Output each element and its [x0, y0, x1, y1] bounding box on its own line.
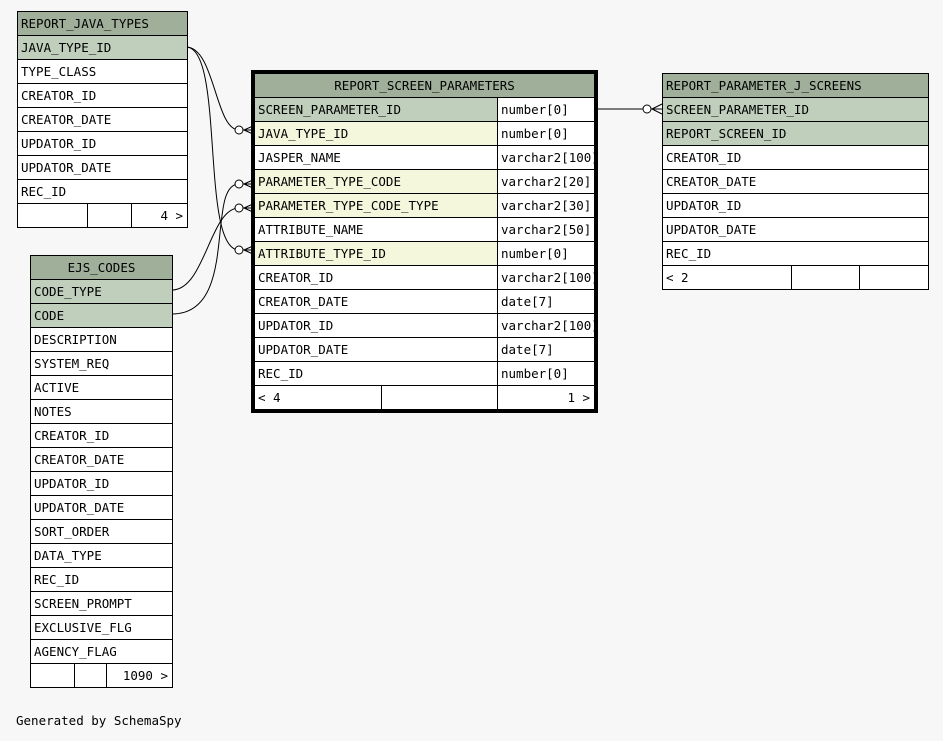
column-name[interactable]: CREATOR_ID [254, 265, 498, 290]
column-type: varchar2[100] [496, 145, 596, 170]
column-type: number[0] [496, 121, 596, 146]
column-row[interactable]: TYPE_CLASS [16, 59, 189, 84]
table-report-java-types[interactable]: REPORT_JAVA_TYPES JAVA_TYPE_ID TYPE_CLAS… [16, 11, 189, 228]
footer-cell [381, 385, 498, 410]
cardinality-circle [642, 104, 652, 114]
table-title[interactable]: REPORT_JAVA_TYPES [16, 11, 189, 36]
column-type: number[0] [496, 241, 596, 266]
column-name[interactable]: REC_ID [254, 361, 498, 386]
column-row[interactable]: CODE_TYPE [29, 279, 174, 304]
column-row[interactable]: DATA_TYPE [29, 543, 174, 568]
cardinality-circle [234, 245, 244, 255]
column-type: varchar2[20] [496, 169, 596, 194]
column-name[interactable]: SCREEN_PARAMETER_ID [254, 97, 498, 122]
parents-count[interactable]: < 2 [662, 265, 792, 290]
footer-cell [74, 663, 107, 688]
children-count[interactable]: 4 > [130, 203, 189, 228]
column-row[interactable]: CREATOR_DATE [29, 447, 174, 472]
footer-cell [791, 265, 860, 290]
column-type: date[7] [496, 289, 596, 314]
column-name[interactable]: ATTRIBUTE_TYPE_ID [254, 241, 498, 266]
column-row[interactable]: REPORT_SCREEN_ID [661, 121, 930, 146]
column-type: varchar2[50] [496, 217, 596, 242]
column-row[interactable]: JAVA_TYPE_ID [16, 35, 189, 60]
cardinality-circle [234, 179, 244, 189]
column-row[interactable]: EXCLUSIVE_FLG [29, 615, 174, 640]
table-report-screen-parameters[interactable]: REPORT_SCREEN_PARAMETERS SCREEN_PARAMETE… [250, 70, 599, 413]
generated-by-label: Generated by SchemaSpy [16, 713, 182, 728]
column-type: number[0] [496, 361, 596, 386]
footer-cell [858, 265, 930, 290]
cardinality-circle [234, 125, 244, 135]
footer-cell [87, 203, 132, 228]
column-row[interactable]: REC_ID [661, 241, 930, 266]
column-name[interactable]: ATTRIBUTE_NAME [254, 217, 498, 242]
column-type: number[0] [496, 97, 596, 122]
column-row[interactable]: CREATOR_DATE [16, 107, 189, 132]
column-name[interactable]: JAVA_TYPE_ID [254, 121, 498, 146]
column-row[interactable]: SCREEN_PROMPT [29, 591, 174, 616]
column-type: varchar2[100] [496, 265, 596, 290]
edge-java-type-id [185, 46, 253, 131]
column-row[interactable]: CREATOR_ID [661, 145, 930, 170]
column-row[interactable]: CODE [29, 303, 174, 328]
column-row[interactable]: REC_ID [29, 567, 174, 592]
column-type: date[7] [496, 337, 596, 362]
column-row[interactable]: CREATOR_ID [16, 83, 189, 108]
table-report-parameter-j-screens[interactable]: REPORT_PARAMETER_J_SCREENS SCREEN_PARAME… [661, 73, 930, 290]
column-row[interactable]: UPDATOR_ID [29, 471, 174, 496]
column-name[interactable]: UPDATOR_DATE [254, 337, 498, 362]
footer-cell [30, 663, 75, 688]
column-row[interactable]: UPDATOR_DATE [29, 495, 174, 520]
table-title[interactable]: EJS_CODES [29, 255, 174, 280]
column-row[interactable]: UPDATOR_ID [661, 193, 930, 218]
column-row[interactable]: CREATOR_DATE [661, 169, 930, 194]
column-type: varchar2[30] [496, 193, 596, 218]
table-ejs-codes[interactable]: EJS_CODES CODE_TYPE CODE DESCRIPTION SYS… [29, 255, 174, 688]
column-name[interactable]: JASPER_NAME [254, 145, 498, 170]
column-name[interactable]: PARAMETER_TYPE_CODE_TYPE [254, 193, 498, 218]
column-row[interactable]: DESCRIPTION [29, 327, 174, 352]
column-row[interactable]: CREATOR_ID [29, 423, 174, 448]
column-name[interactable]: CREATOR_DATE [254, 289, 498, 314]
column-row[interactable]: SORT_ORDER [29, 519, 174, 544]
column-row[interactable]: REC_ID [16, 179, 189, 204]
column-row[interactable]: AGENCY_FLAG [29, 639, 174, 664]
column-row[interactable]: UPDATOR_DATE [661, 217, 930, 242]
table-title[interactable]: REPORT_PARAMETER_J_SCREENS [661, 73, 930, 98]
column-row[interactable]: SYSTEM_REQ [29, 351, 174, 376]
column-row[interactable]: SCREEN_PARAMETER_ID [661, 97, 930, 122]
column-row[interactable]: UPDATOR_ID [16, 131, 189, 156]
edge-attribute-type-id [185, 46, 253, 251]
column-row[interactable]: UPDATOR_DATE [16, 155, 189, 180]
column-row[interactable]: ACTIVE [29, 375, 174, 400]
parents-count[interactable]: < 4 [254, 385, 382, 410]
table-title[interactable]: REPORT_SCREEN_PARAMETERS [253, 73, 596, 98]
column-type: varchar2[100] [496, 313, 596, 338]
column-row[interactable]: NOTES [29, 399, 174, 424]
cardinality-circle [234, 203, 244, 213]
children-count[interactable]: 1090 > [105, 663, 174, 688]
footer-cell [17, 203, 88, 228]
column-name[interactable]: UPDATOR_ID [254, 313, 498, 338]
children-count[interactable]: 1 > [496, 385, 596, 410]
column-name[interactable]: PARAMETER_TYPE_CODE [254, 169, 498, 194]
